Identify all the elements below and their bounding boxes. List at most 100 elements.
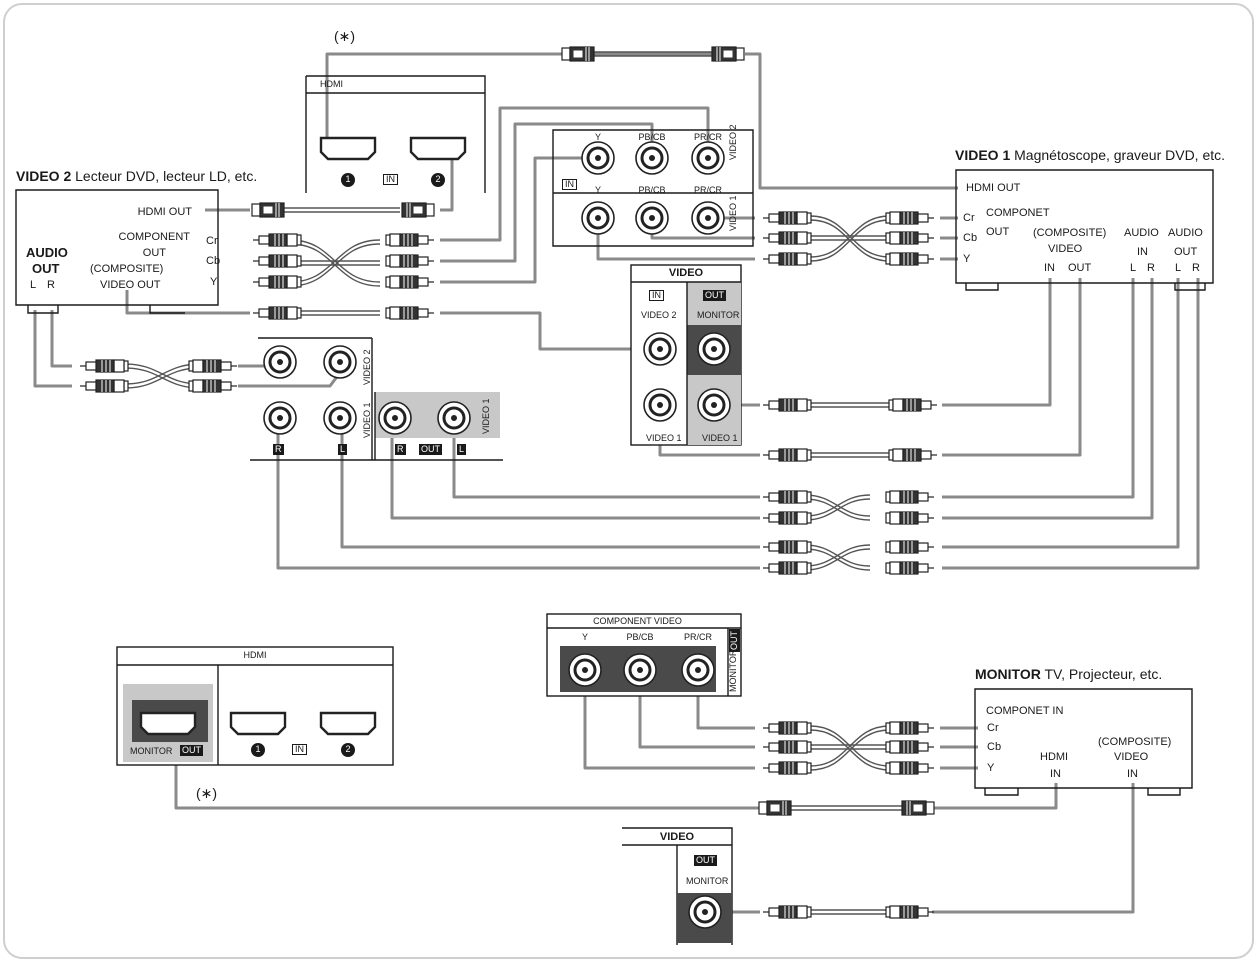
comp-top-pb-2: PB/CB	[638, 185, 666, 195]
comp-bottom-pr: PR/CR	[683, 632, 712, 642]
monitor-y: Y	[987, 762, 995, 774]
video1-audio-in-l: L	[1130, 262, 1137, 274]
video-panel-monitor: MONITOR	[697, 310, 740, 320]
audio-panel	[250, 337, 503, 461]
video2-audio-out-1: AUDIO	[26, 245, 68, 260]
video-panel-video1-a: VIDEO 1	[646, 433, 682, 443]
video2-component-out-1: COMPONENT	[118, 231, 191, 243]
hdmi-bottom-n2: 2	[345, 744, 351, 754]
video-panel-video2: VIDEO 2	[641, 310, 677, 320]
comp-bottom-y: Y	[581, 632, 588, 642]
video1-video: VIDEO	[1048, 243, 1083, 255]
comp-bottom-pb: PB/CB	[626, 632, 654, 642]
video1-hdmi-out: HDMI OUT	[966, 182, 1021, 194]
video1-audio-out-1: AUDIO	[1168, 227, 1203, 239]
video1-cb: Cb	[963, 232, 978, 244]
video-bottom-title: VIDEO	[659, 831, 695, 843]
video2-composite-2: VIDEO OUT	[100, 279, 161, 291]
video1-audio-in-2: IN	[1137, 246, 1148, 258]
monitor-composite: (COMPOSITE)	[1098, 736, 1172, 748]
video1-y: Y	[963, 253, 971, 265]
video-panel-video1-b: VIDEO 1	[702, 433, 738, 443]
comp-top-y-1: Y	[594, 132, 601, 142]
hdmi-panel-top	[305, 75, 486, 193]
asterisk-top: (∗)	[334, 28, 356, 44]
monitor-video-in: IN	[1127, 768, 1138, 780]
component-panel-bottom	[546, 613, 742, 697]
video2-composite-1: (COMPOSITE)	[90, 263, 164, 275]
audio-panel-l: L	[338, 444, 348, 455]
video1-audio-out-r: R	[1192, 262, 1200, 274]
video1-cr: Cr	[963, 212, 975, 224]
monitor-componet-in: COMPONET IN	[986, 705, 1064, 717]
video2-desc: Lecteur DVD, lecteur LD, etc.	[75, 168, 258, 184]
hdmi-bottom-n1: 1	[255, 744, 261, 754]
audio-panel-out: OUT	[419, 444, 442, 455]
hdmi-bottom-in: IN	[292, 744, 307, 755]
video1-video-out: OUT	[1068, 262, 1092, 274]
video1-name: VIDEO 1	[955, 147, 1011, 163]
comp-bottom-title: COMPONENT VIDEO	[593, 616, 682, 626]
video-bottom-monitor: MONITOR	[686, 876, 729, 886]
monitor-desc: TV, Projecteur, etc.	[1044, 666, 1163, 682]
audio-panel-video2: VIDEO 2	[362, 349, 372, 385]
video1-composite: (COMPOSITE)	[1033, 227, 1107, 239]
video-panel-out: OUT	[703, 290, 726, 301]
video2-component-out-2: OUT	[142, 247, 166, 259]
component-panel-top	[552, 129, 754, 247]
video-bottom-out: OUT	[694, 855, 717, 866]
asterisk-bottom: (∗)	[196, 785, 218, 801]
comp-top-y-2: Y	[594, 185, 601, 195]
video2-cb: Cb	[206, 255, 221, 267]
comp-top-pb-1: PB/CB	[638, 132, 666, 142]
video1-componet-out: OUT	[986, 226, 1010, 238]
comp-top-in: IN	[562, 179, 577, 190]
audio-panel-r2: R	[395, 444, 406, 455]
audio-panel-video1: VIDEO 1	[362, 402, 372, 438]
hdmi-top-n2: 2	[435, 174, 441, 184]
hdmi-top-in: IN	[383, 174, 398, 185]
video2-audio-r: R	[47, 279, 55, 291]
video1-componet: COMPONET	[986, 207, 1050, 219]
comp-top-pr-2: PR/CR	[693, 185, 722, 195]
video2-heading: VIDEO 2 Lecteur DVD, lecteur LD, etc.	[16, 169, 257, 183]
comp-top-video2: VIDEO 2	[728, 124, 738, 160]
video2-cr: Cr	[206, 235, 218, 247]
video2-y: Y	[210, 276, 218, 288]
video1-heading: VIDEO 1 Magnétoscope, graveur DVD, etc.	[955, 148, 1225, 162]
video1-desc: Magnétoscope, graveur DVD, etc.	[1014, 147, 1226, 163]
video2-hdmi-out: HDMI OUT	[137, 206, 192, 218]
video2-audio-l: L	[30, 279, 37, 291]
hdmi-bottom-out: OUT	[180, 745, 203, 756]
monitor-name: MONITOR	[975, 666, 1041, 682]
video2-audio-out-2: OUT	[32, 261, 60, 276]
audio-panel-video1-out: VIDEO 1	[481, 398, 491, 434]
hdmi-top-title: HDMI	[320, 79, 343, 89]
video1-audio-out-2: OUT	[1174, 246, 1198, 258]
video1-audio-in-1: AUDIO	[1124, 227, 1159, 239]
video-panel-bottom	[622, 827, 733, 945]
video-panel-in: IN	[649, 290, 664, 301]
comp-bottom-monitor: MONITOR	[728, 649, 738, 692]
video2-name: VIDEO 2	[16, 168, 72, 184]
hdmi-panel-bottom	[116, 646, 394, 766]
audio-panel-l2: L	[457, 444, 467, 455]
monitor-cr: Cr	[987, 722, 999, 734]
video1-video-in: IN	[1044, 262, 1055, 274]
comp-top-video1: VIDEO 1	[728, 195, 738, 231]
hdmi-top-n1: 1	[345, 174, 351, 184]
monitor-cb: Cb	[987, 741, 1002, 753]
video-panel-title: VIDEO	[668, 267, 704, 279]
hdmi-bottom-monitor: MONITOR	[130, 746, 173, 756]
comp-top-pr-1: PR/CR	[693, 132, 722, 142]
audio-panel-r: R	[273, 444, 284, 455]
video1-audio-out-l: L	[1175, 262, 1182, 274]
comp-bottom-out: OUT	[729, 629, 740, 652]
video1-audio-in-r: R	[1147, 262, 1155, 274]
hdmi-bottom-title: HDMI	[243, 650, 267, 660]
monitor-hdmi-in: IN	[1050, 768, 1061, 780]
monitor-hdmi: HDMI	[1040, 751, 1069, 763]
monitor-heading: MONITOR TV, Projecteur, etc.	[975, 667, 1162, 681]
